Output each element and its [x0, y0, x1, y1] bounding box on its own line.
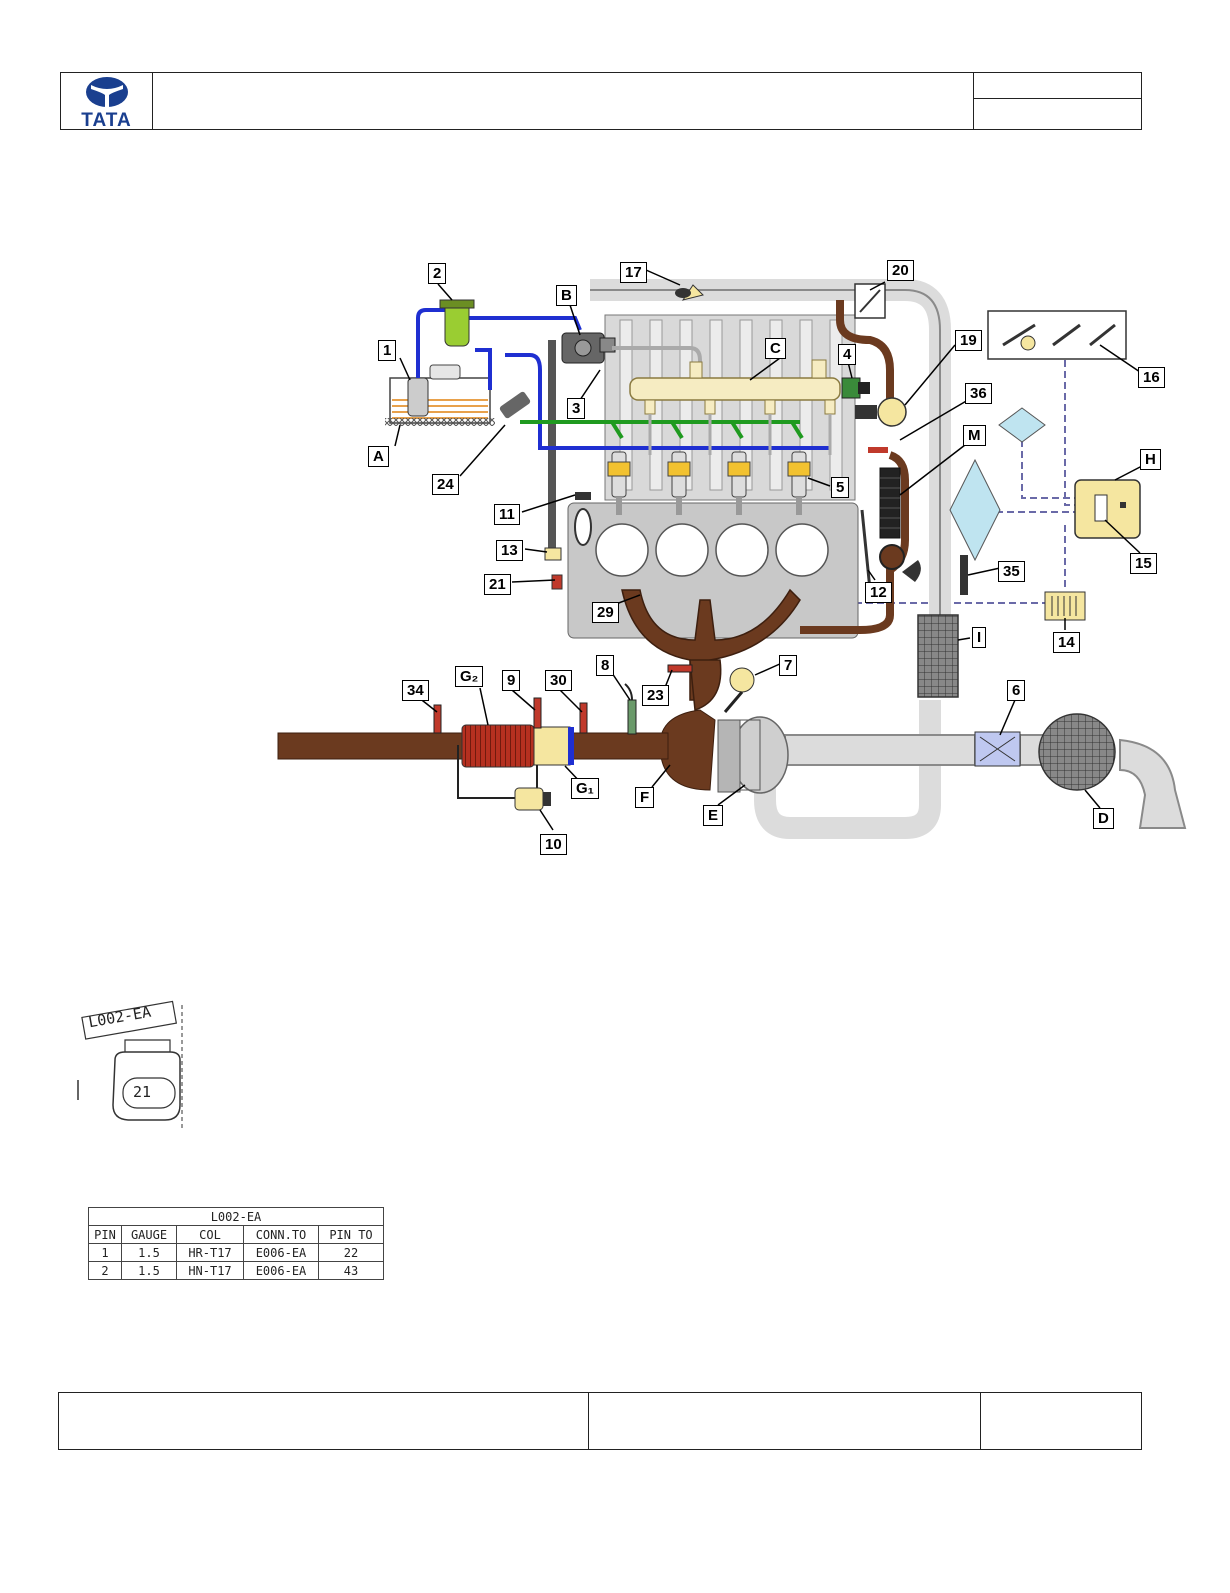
intercooler-icon — [917, 614, 959, 698]
callout-I: I — [972, 627, 987, 648]
callout-11: 11 — [494, 504, 520, 525]
callout-7: 7 — [779, 655, 798, 676]
header-frame: TATA — [60, 72, 1142, 131]
pin-table-header: GAUGE — [121, 1225, 177, 1244]
callout-3: 3 — [567, 398, 586, 419]
callout-B: B — [556, 285, 577, 306]
callout-24: 24 — [432, 474, 459, 495]
header-ref-bottom — [973, 99, 1141, 129]
callout-19: 19 — [955, 330, 982, 351]
footer-left — [59, 1393, 589, 1449]
callout-30: 30 — [545, 670, 572, 691]
connector-number: 21 — [133, 1083, 152, 1101]
callout-17: 17 — [620, 262, 647, 283]
callout-36: 36 — [965, 383, 992, 404]
callout-29: 29 — [592, 602, 619, 623]
differential-pressure-sensor-icon — [514, 787, 551, 811]
pin-cell: 2 — [88, 1261, 122, 1280]
pedal-module — [987, 310, 1127, 360]
color-cell: HR-T17 — [176, 1243, 244, 1262]
callout-13: 13 — [496, 540, 523, 561]
air-filter-icon — [1038, 713, 1116, 791]
callout-8: 8 — [596, 655, 615, 676]
bypass-valve-icon — [879, 544, 905, 570]
injectors — [607, 451, 811, 515]
footer-center — [589, 1393, 981, 1449]
engine-system-diagram — [277, 269, 1187, 839]
callout-20: 20 — [887, 260, 914, 281]
boost-actuator-icon — [723, 667, 755, 713]
exhaust-manifold — [621, 588, 801, 712]
pin-to-cell: 22 — [318, 1243, 384, 1262]
callout-H: H — [1140, 449, 1161, 470]
dpf-icon — [461, 724, 535, 768]
callout-21: 21 — [484, 574, 511, 595]
callout-E: E — [703, 805, 724, 826]
callout-4: 4 — [838, 344, 857, 365]
conn-to-cell: E006-EA — [243, 1243, 319, 1262]
cam-sensor-icon — [499, 391, 531, 419]
callout-A: A — [368, 446, 389, 467]
header-ref-top — [973, 73, 1141, 99]
fuel-filter-icon — [439, 299, 475, 347]
pin-table-title: L002-EA — [88, 1207, 384, 1226]
glow-relay-icon — [1044, 591, 1086, 621]
high-pressure-pump-icon — [561, 332, 616, 364]
turbocharger-compressor — [717, 716, 789, 794]
conn-to-cell: E006-EA — [243, 1261, 319, 1280]
callout-M: M — [963, 425, 986, 446]
sensor-diamond-icon — [949, 458, 1001, 562]
callout-12: 12 — [865, 582, 892, 603]
callout-G1: G₁ — [571, 778, 599, 799]
callout-23: 23 — [642, 685, 669, 706]
egr-cooler-icon — [879, 467, 901, 539]
callout-9: 9 — [502, 670, 521, 691]
gauge-cell: 1.5 — [121, 1243, 177, 1262]
callout-10: 10 — [540, 834, 567, 855]
fuel-return-lines — [520, 420, 804, 440]
mass-air-flow-icon — [974, 731, 1021, 767]
footer-right — [981, 1393, 1141, 1449]
gauge-cell: 1.5 — [121, 1261, 177, 1280]
cylinders — [595, 523, 829, 577]
color-cell: HN-T17 — [176, 1261, 244, 1280]
ecu-icon — [1074, 479, 1141, 539]
callout-2: 2 — [428, 263, 447, 284]
callout-G2: G₂ — [455, 666, 484, 687]
callout-34: 34 — [402, 680, 429, 701]
callout-15: 15 — [1130, 553, 1157, 574]
callout-C: C — [765, 338, 786, 359]
logo-cell: TATA — [61, 73, 153, 131]
pin-table-header: CONN.TO — [243, 1225, 319, 1244]
pin-table: L002-EA PIN GAUGE COL CONN.TO PIN TO 1 1… — [88, 1207, 384, 1280]
fuel-pump-icon — [407, 377, 429, 417]
pin-table-header: COL — [176, 1225, 244, 1244]
table-row: 2 1.5 HN-T17 E006-EA 43 — [88, 1261, 384, 1280]
callout-F: F — [635, 787, 655, 808]
pin-cell: 1 — [88, 1243, 122, 1262]
logo-text: TATA — [81, 110, 132, 131]
connector-drawing — [77, 1000, 183, 1130]
egr-valve-icon — [855, 397, 907, 427]
diagnostic-diamond-icon — [998, 407, 1046, 443]
callout-D: D — [1093, 808, 1114, 829]
callout-6: 6 — [1007, 680, 1026, 701]
pin-table-header: PIN TO — [318, 1225, 384, 1244]
rail-pressure-valve-icon — [841, 377, 870, 399]
callout-16: 16 — [1138, 367, 1165, 388]
catalyst-icon — [533, 726, 571, 766]
callout-35: 35 — [998, 561, 1025, 582]
tata-logo-icon — [86, 77, 128, 107]
pin-to-cell: 43 — [318, 1261, 384, 1280]
flywheel-icon — [574, 508, 592, 546]
table-row: 1 1.5 HR-T17 E006-EA 22 — [88, 1243, 384, 1262]
timing-belt — [548, 340, 556, 550]
common-rail — [629, 377, 841, 401]
footer-frame — [58, 1392, 1142, 1450]
callout-14: 14 — [1053, 632, 1080, 653]
pin-table-header: PIN — [88, 1225, 122, 1244]
callout-1: 1 — [378, 340, 397, 361]
callout-5: 5 — [831, 477, 850, 498]
